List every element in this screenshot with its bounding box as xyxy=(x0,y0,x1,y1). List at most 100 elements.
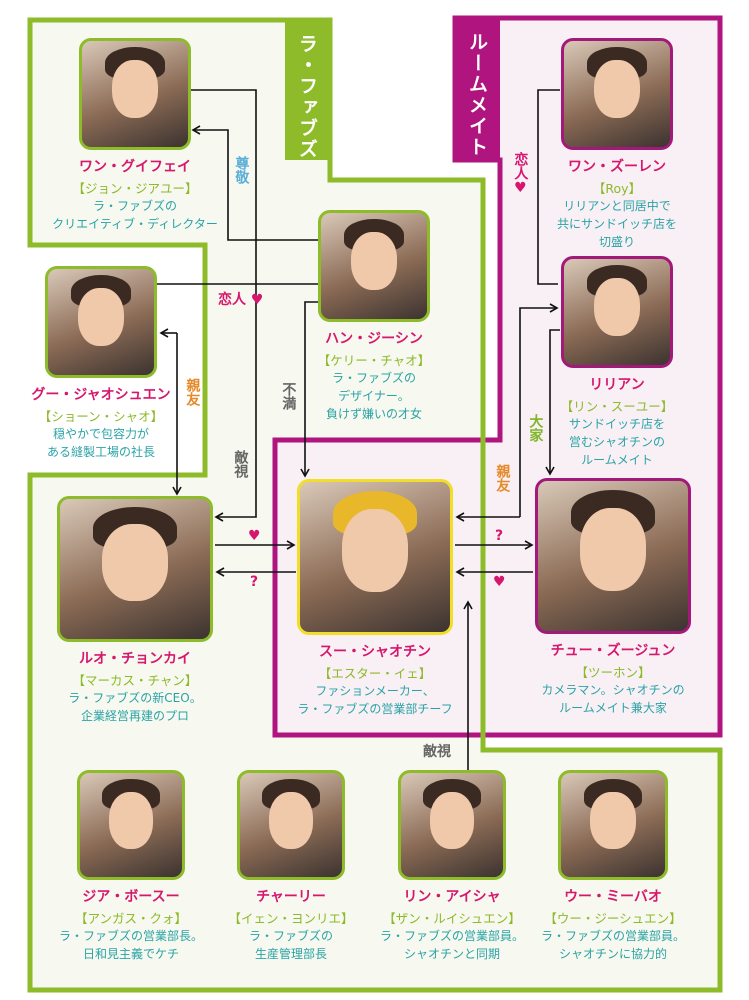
line-best-friends-right xyxy=(519,303,559,517)
description: ラ・ファブズの xyxy=(248,929,333,943)
description: 日和見主義でケチ xyxy=(82,947,179,961)
description: 生産管理部長 xyxy=(254,947,327,961)
character-wang-zuren: ワン・ズーレン 【Roy】 リリアンと同居中で 共にサンドイッチ店を 切盛り xyxy=(527,38,707,251)
portrait-photo xyxy=(297,479,453,635)
character-name: チャーリー xyxy=(256,889,326,905)
description: ラ・ファブズの営業部チーフ xyxy=(297,702,453,716)
character-lilian: リリアン 【リン・スーユー】 サンドイッチ店を 営むシャオチンの ルームメイト xyxy=(537,256,697,469)
character-name: ワン・ズーレン xyxy=(568,159,666,175)
actor-name: 【イェン・ヨンリエ】 xyxy=(228,911,354,926)
description: ラ・ファブズの xyxy=(331,371,416,385)
description: ファションメーカー、 xyxy=(315,684,435,698)
description: 共にサンドイッチ店を xyxy=(556,217,677,231)
label-lovers-right: 恋人♥ xyxy=(512,152,529,196)
line-hostile-top xyxy=(190,89,257,522)
character-name: リリアン xyxy=(589,377,645,393)
portrait-photo xyxy=(45,266,157,378)
character-name: チュー・ズージュン xyxy=(550,643,676,659)
character-gu-zhaoxuan: グー・ジャオシュエン 【ショーン・シャオ】 穏やかで包容力が ある縫製工場の社長 xyxy=(16,266,186,461)
actor-name: 【ウー・ジーシュエン】 xyxy=(544,911,682,926)
description: ルームメイト兼大家 xyxy=(559,701,667,715)
description: ルームメイト xyxy=(581,453,653,467)
portrait-photo xyxy=(318,210,430,322)
portrait-photo xyxy=(561,256,673,368)
label-best-friends-left: 親友 xyxy=(184,378,201,406)
character-luo-chongkai: ルオ・チョンカイ 【マーカス・チャン】 ラ・ファブズの新CEO。 企業経営再建の… xyxy=(45,496,225,725)
description: シャオチンと同期 xyxy=(403,947,500,961)
portrait-photo xyxy=(57,496,213,642)
character-su-xiaoqin: スー・シャオチン 【エスター・イェ】 ファションメーカー、 ラ・ファブズの営業部… xyxy=(280,479,470,718)
actor-name: 【Roy】 xyxy=(592,181,642,196)
label-question-left: ? xyxy=(250,574,259,590)
actor-name: 【アンガス・クォ】 xyxy=(74,911,187,926)
character-name: ルオ・チョンカイ xyxy=(79,651,191,667)
portrait-photo xyxy=(561,38,673,150)
actor-name: 【ザン・ルイシュエン】 xyxy=(383,911,521,926)
actor-name: 【マーカス・チャン】 xyxy=(72,673,198,688)
label-respect: 尊敬 xyxy=(233,156,250,184)
roommates-tab: ルームメイト xyxy=(455,18,500,160)
character-charlie: チャーリー 【イェン・ヨンリエ】 ラ・ファブズの 生産管理部長 xyxy=(216,770,366,963)
heart-icon: ♥ xyxy=(512,180,529,196)
actor-name: 【ツーホン】 xyxy=(575,665,651,680)
portrait-photo xyxy=(558,770,668,880)
character-name: スー・シャオチン xyxy=(319,644,431,660)
label-dissatisfied: 不満 xyxy=(280,382,297,410)
character-name: ジア・ボースー xyxy=(82,889,180,905)
character-name: ウー・ミーバオ xyxy=(564,889,662,905)
description: 切盛り xyxy=(598,235,635,249)
description: カメラマン。シャオチンの xyxy=(541,683,685,697)
description: 穏やかで包容力が xyxy=(52,427,149,441)
description: サンドイッチ店を xyxy=(568,417,665,431)
actor-name: 【エスター・イェ】 xyxy=(318,666,432,681)
description: 企業経営再建のプロ xyxy=(80,709,189,723)
character-chu-zijun: チュー・ズージュン 【ツーホン】 カメラマン。シャオチンの ルームメイト兼大家 xyxy=(513,478,713,717)
description: リリアンと同居中で xyxy=(563,199,671,213)
portrait-photo xyxy=(237,770,345,880)
line-respect xyxy=(191,125,318,241)
actor-name: 【ジョン・ジアユー】 xyxy=(72,181,198,196)
label-hostile-top: 敵視 xyxy=(232,450,249,478)
heart-icon: ♥ xyxy=(250,292,264,308)
line-lovers-right xyxy=(537,89,560,285)
character-name: リン・アイシャ xyxy=(403,889,501,905)
description: ラ・ファブズの新CEO。 xyxy=(68,691,202,705)
heart-icon: ♥ xyxy=(493,574,506,590)
character-name: グー・ジャオシュエン xyxy=(31,387,171,403)
portrait-photo xyxy=(535,478,691,634)
portrait-photo xyxy=(77,770,185,880)
line-dissatisfied xyxy=(300,301,318,478)
portrait-photo xyxy=(398,770,506,880)
line-landlord xyxy=(545,329,560,476)
description: ラ・ファブズの xyxy=(92,199,177,213)
character-name: ハン・ジーシン xyxy=(325,331,423,347)
label-landlord: 大家 xyxy=(527,414,544,442)
description: クリエイティブ・ディレクター xyxy=(52,217,218,231)
actor-name: 【ショーン・シャオ】 xyxy=(38,409,164,424)
lovers-text: 恋人 xyxy=(218,292,246,308)
character-han-jixin: ハン・ジーシン 【ケリー・チャオ】 ラ・ファブズの デザイナー。 負けず嫌いの才… xyxy=(294,210,454,423)
actor-name: 【ケリー・チャオ】 xyxy=(317,353,431,368)
description: 営むシャオチンの xyxy=(568,435,665,449)
portrait-photo xyxy=(79,38,191,150)
character-wang-guifei: ワン・グイフェイ 【ジョン・ジアユー】 ラ・ファブズの クリエイティブ・ディレク… xyxy=(35,38,235,233)
la-fabs-tab: ラ・ファブズ xyxy=(285,20,330,160)
character-jia-bosi: ジア・ボースー 【アンガス・クォ】 ラ・ファブズの営業部長。 日和見主義でケチ xyxy=(51,770,211,963)
character-wu-mibao: ウー・ミーバオ 【ウー・ジーシュエン】 ラ・ファブズの営業部員。 シャオチンに協… xyxy=(533,770,693,963)
label-question-right: ? xyxy=(495,528,504,544)
heart-icon: ♥ xyxy=(248,528,261,544)
actor-name: 【リン・スーユー】 xyxy=(560,399,674,414)
label-hostile-bottom: 敵視 xyxy=(423,744,451,760)
description: ラ・ファブズの営業部員。 xyxy=(379,929,524,943)
label-best-friends-right: 親友 xyxy=(494,464,511,492)
description: デザイナー。 xyxy=(338,389,410,403)
description: ある縫製工場の社長 xyxy=(46,445,155,459)
character-name: ワン・グイフェイ xyxy=(79,159,191,175)
description: ラ・ファブズの営業部員。 xyxy=(540,929,685,943)
description: 負けず嫌いの才女 xyxy=(325,407,422,421)
label-lovers-left: 恋人 ♥ xyxy=(218,289,263,309)
description: シャオチンに協力的 xyxy=(558,947,667,961)
character-lin-aisha: リン・アイシャ 【ザン・ルイシュエン】 ラ・ファブズの営業部員。 シャオチンと同… xyxy=(372,770,532,963)
description: ラ・ファブズの営業部長。 xyxy=(58,929,203,943)
